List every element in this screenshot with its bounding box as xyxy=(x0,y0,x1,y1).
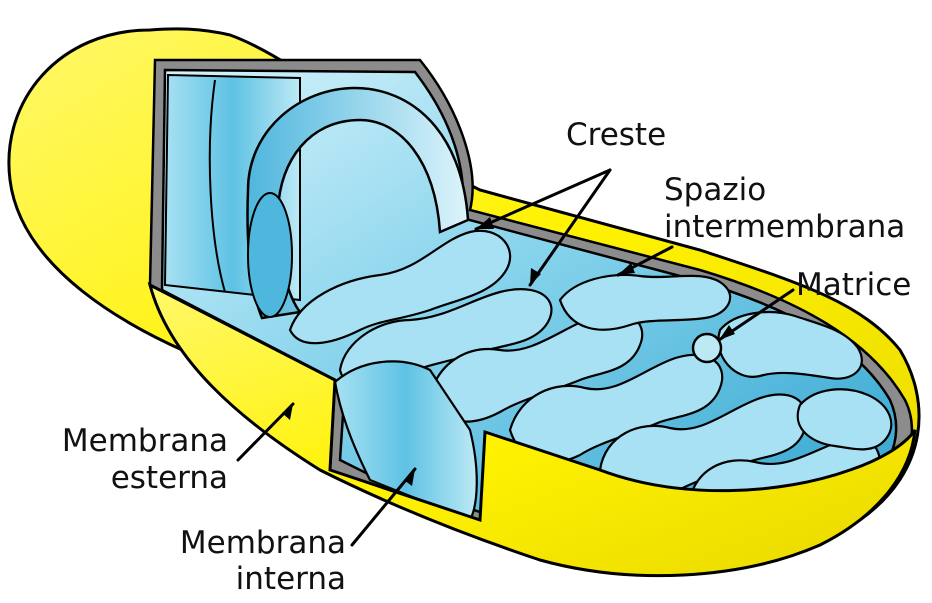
label-membrana-interna-line1: Membrana xyxy=(150,525,346,561)
label-spazio-intermembrana-line2: intermembrana xyxy=(664,209,905,245)
label-matrice: Matrice xyxy=(796,267,911,303)
label-creste: Creste xyxy=(566,117,666,153)
label-membrana-interna-line2: interna xyxy=(150,561,346,597)
label-membrana-esterna-line1: Membrana xyxy=(40,423,228,459)
label-spazio-intermembrana-line1: Spazio xyxy=(664,172,766,208)
matrix-granule xyxy=(693,334,721,362)
label-membrana-esterna-line2: esterna xyxy=(40,460,228,496)
